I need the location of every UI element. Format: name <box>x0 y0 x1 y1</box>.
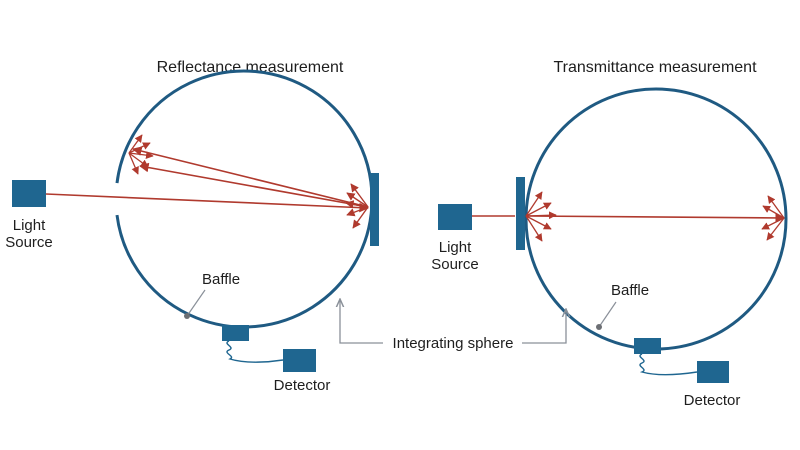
transmittance-detector-label: Detector <box>684 392 741 409</box>
reflectance-detector-cable <box>226 340 284 363</box>
reflectance-baffle-dot <box>184 313 190 319</box>
transmittance-baffle-label: Baffle <box>611 282 649 299</box>
transmittance-scatter-arrows <box>525 191 557 242</box>
reflectance-reflected-beam <box>132 146 369 208</box>
integrating-sphere-callout: Integrating sphere <box>340 299 566 352</box>
transmittance-detector-cable <box>639 353 698 376</box>
transmittance-transmitted-beam <box>525 213 785 223</box>
transmittance-sphere <box>524 87 788 351</box>
transmittance-baffle-dot <box>596 324 602 330</box>
transmittance-baffle-pointer <box>598 301 617 328</box>
reflectance-baffle-label: Baffle <box>202 271 240 288</box>
transmittance-wall-scatter <box>761 195 785 241</box>
reflectance-baffle-pointer <box>186 289 206 317</box>
reflectance-sample-plate <box>370 173 379 246</box>
transmittance-sample-plate <box>516 177 525 250</box>
reflectance-detector-label: Detector <box>274 377 331 394</box>
reflectance-light-source <box>12 180 46 207</box>
transmittance-light-label-1: Light <box>439 239 472 256</box>
reflectance-panel: Reflectance measurement Light Source <box>5 59 379 394</box>
integrating-sphere-pointer-left <box>340 299 383 344</box>
reflectance-detector-port <box>222 325 249 341</box>
integrating-sphere-label: Integrating sphere <box>393 335 514 352</box>
transmittance-light-source <box>438 204 472 230</box>
transmittance-detector <box>697 361 729 383</box>
reflectance-detector <box>283 349 316 372</box>
reflectance-incident-beam <box>45 193 369 213</box>
integrating-sphere-pointer-right <box>522 309 566 344</box>
transmittance-light-label-2: Source <box>431 256 479 273</box>
reflectance-title: Reflectance measurement <box>157 59 344 76</box>
transmittance-panel: Transmittance measurement Light Source <box>431 59 788 409</box>
reflectance-reflected-beam <box>139 162 369 208</box>
transmittance-title: Transmittance measurement <box>553 59 757 76</box>
reflectance-light-label-1: Light <box>13 217 46 234</box>
reflectance-wall-scatter <box>128 134 154 175</box>
reflectance-light-label-2: Source <box>5 234 53 251</box>
transmittance-detector-port <box>634 338 661 354</box>
